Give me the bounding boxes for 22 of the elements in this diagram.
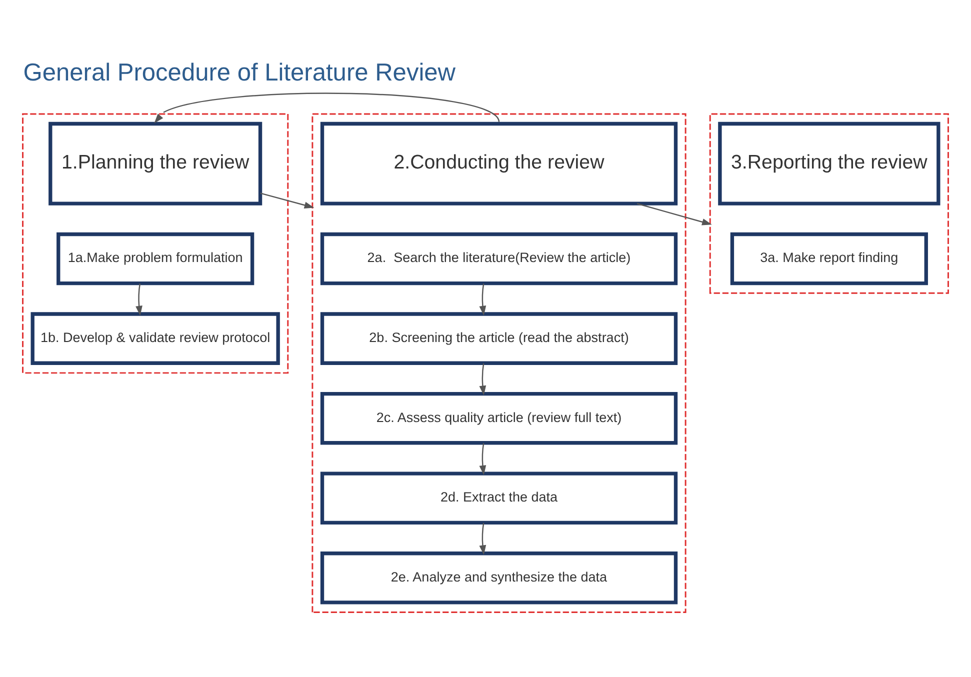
cluster	[312, 112, 686, 612]
node-box: 2d. Extract the data	[320, 471, 678, 524]
node-box: 1b. Develop & validate review protocol	[30, 312, 280, 364]
arrow	[479, 362, 486, 395]
arrow	[154, 92, 500, 123]
node-box: 2.Conducting the review	[320, 121, 678, 205]
node-box: 2a. Search the literature(Review the article)	[320, 232, 678, 285]
arrow	[136, 283, 142, 316]
arrow	[479, 442, 486, 475]
node-box: 2e. Analyze and synthesize the data	[320, 551, 678, 604]
cluster	[709, 112, 949, 294]
arrow	[636, 202, 712, 225]
diagram-title: General Procedure of Literature Review	[23, 58, 456, 86]
node-box: 1.Planning the review	[48, 121, 262, 205]
arrow	[479, 522, 486, 555]
node-box: 3.Reporting the review	[718, 121, 940, 205]
node-box: 2b. Screening the article (read the abstract)	[320, 312, 678, 364]
node-box: 1a.Make problem formulation	[56, 232, 254, 285]
node-box: 3a. Make report finding	[730, 232, 928, 285]
arrow	[260, 192, 314, 208]
arrow	[479, 283, 486, 316]
node-box: 2c. Assess quality article (review full text)	[320, 391, 678, 444]
